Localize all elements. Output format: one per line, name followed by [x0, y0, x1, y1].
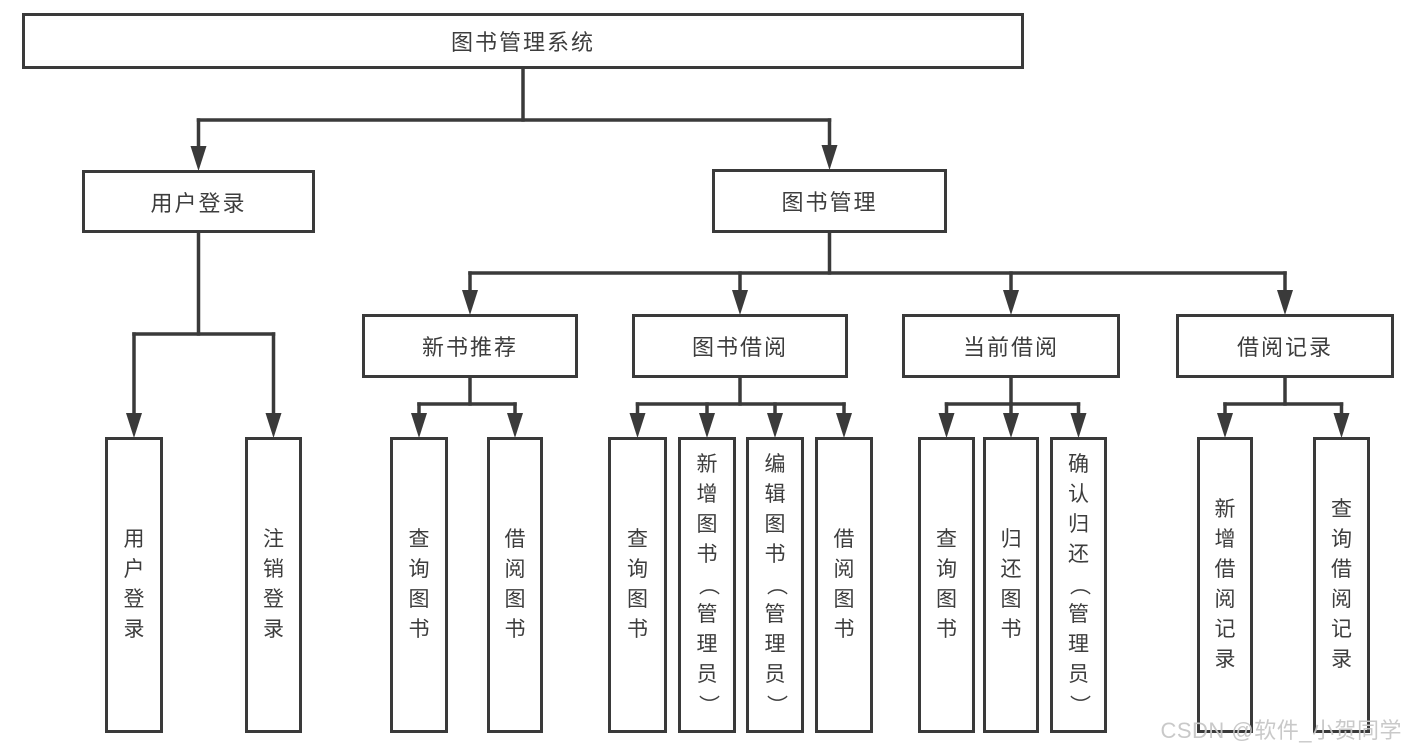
node-add-book-admin: 新增图书（管理员） [678, 437, 736, 733]
arrowhead-icon [767, 413, 783, 438]
node-label-add-borrow-record: 新增借阅记录 [1214, 498, 1236, 671]
arrowhead-icon [821, 145, 838, 170]
node-return-book: 归还图书 [983, 437, 1039, 733]
node-label-return-book: 归还图书 [1000, 528, 1022, 641]
node-logout-leaf: 注销登录 [245, 437, 302, 733]
node-book-borrow: 图书借阅 [632, 314, 848, 378]
node-label-borrow-book-leaf: 借阅图书 [833, 528, 855, 641]
node-add-borrow-record: 新增借阅记录 [1197, 437, 1253, 733]
node-query-borrow-record: 查询借阅记录 [1313, 437, 1370, 733]
arrowhead-icon [732, 290, 748, 315]
node-user-login-leaf: 用户登录 [105, 437, 163, 733]
arrowhead-icon [1070, 413, 1087, 438]
node-label-query-book-borrow: 查询图书 [627, 528, 648, 641]
arrowhead-icon [265, 413, 282, 438]
arrowhead-icon [699, 413, 715, 438]
node-label-borrow-book-recommend: 借阅图书 [504, 528, 526, 641]
node-label-book-management: 图书管理 [781, 190, 878, 215]
node-label-confirm-return-admin: 确认归还（管理员） [1067, 453, 1091, 716]
node-label-user-login: 用户登录 [150, 190, 247, 216]
node-label-root: 图书管理系统 [450, 30, 595, 55]
node-new-book-recommend: 新书推荐 [362, 314, 578, 378]
node-edit-book-admin: 编辑图书（管理员） [746, 437, 804, 733]
node-label-borrow-record: 借阅记录 [1236, 335, 1333, 360]
arrowhead-icon [126, 413, 142, 438]
node-user-login: 用户登录 [82, 170, 315, 233]
arrowhead-icon [507, 413, 523, 438]
node-borrow-book-recommend: 借阅图书 [487, 437, 543, 733]
node-label-logout-leaf: 注销登录 [263, 528, 284, 641]
arrowhead-icon [1217, 413, 1233, 438]
arrowhead-icon [1277, 290, 1293, 315]
arrowhead-icon [190, 146, 207, 171]
node-current-borrow: 当前借阅 [902, 314, 1120, 378]
node-label-book-borrow: 图书借阅 [691, 335, 788, 360]
arrowhead-icon [629, 413, 646, 438]
node-borrow-record: 借阅记录 [1176, 314, 1394, 378]
node-borrow-book-leaf: 借阅图书 [815, 437, 873, 733]
node-label-current-borrow: 当前借阅 [962, 335, 1059, 360]
node-label-query-borrow-record: 查询借阅记录 [1331, 498, 1352, 671]
node-label-add-book-admin: 新增图书（管理员） [696, 453, 719, 716]
arrowhead-icon [1333, 413, 1350, 438]
node-query-book-recommend: 查询图书 [390, 437, 448, 733]
node-label-query-book-current: 查询图书 [936, 528, 957, 641]
node-book-management: 图书管理 [712, 169, 947, 233]
node-label-new-book-recommend: 新书推荐 [421, 335, 518, 360]
arrowhead-icon [462, 290, 478, 315]
arrowhead-icon [1003, 290, 1019, 315]
arrowhead-icon [836, 413, 852, 438]
node-label-query-book-recommend: 查询图书 [408, 528, 430, 641]
node-query-book-borrow: 查询图书 [608, 437, 667, 733]
arrowhead-icon [411, 413, 427, 438]
node-query-book-current: 查询图书 [918, 437, 975, 733]
watermark: CSDN @软件_小贺同学 [1160, 718, 1402, 743]
node-label-user-login-leaf: 用户登录 [123, 528, 145, 641]
node-label-edit-book-admin: 编辑图书（管理员） [764, 453, 787, 716]
node-root: 图书管理系统 [22, 13, 1024, 69]
node-confirm-return-admin: 确认归还（管理员） [1050, 437, 1107, 733]
arrowhead-icon [938, 413, 955, 438]
arrowhead-icon [1003, 413, 1019, 438]
